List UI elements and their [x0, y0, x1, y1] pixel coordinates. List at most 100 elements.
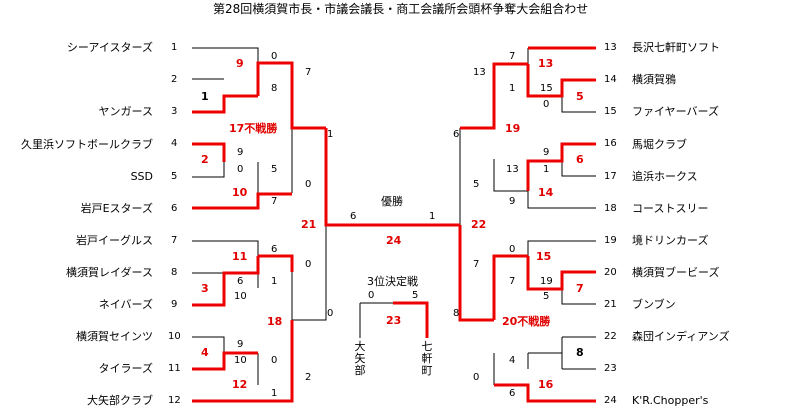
bracket-line	[561, 161, 596, 177]
match-number: 17不戦勝	[229, 122, 278, 135]
team-name: 追浜ホークス	[632, 170, 698, 183]
team-seed: 14	[604, 74, 617, 85]
match-number: 8	[576, 346, 584, 359]
team-seed: 23	[604, 363, 617, 374]
team-seed: 2	[171, 74, 178, 85]
match-number: 11	[232, 250, 248, 263]
final-label: 優勝	[381, 195, 403, 208]
winner-line	[192, 142, 226, 162]
team-name: 岩戸イーグルス	[76, 234, 153, 247]
team-seed: 8	[171, 267, 178, 278]
team-seed: 1	[171, 42, 178, 53]
score: 4	[509, 355, 516, 366]
match-number: 9	[236, 57, 244, 70]
score: 0	[237, 164, 244, 175]
score: 2	[305, 372, 312, 383]
score: 7	[509, 51, 516, 62]
team-seed: 5	[171, 171, 178, 182]
match-number: 6	[576, 153, 584, 166]
winner-line	[526, 64, 596, 98]
team-name: 岩戸Eスターズ	[80, 202, 153, 215]
team-seed: 15	[604, 106, 617, 117]
team-name: K'R.Chopper's	[632, 394, 709, 407]
team-name: 横須賀鴉	[632, 73, 676, 86]
bracket-line	[192, 240, 259, 256]
match-number: 23	[386, 314, 402, 327]
score: 0	[271, 355, 278, 366]
winner-line	[192, 256, 260, 307]
bracket-line	[493, 159, 528, 192]
third-left-team: 大矢部	[354, 340, 366, 377]
match-number: 3	[201, 282, 209, 295]
team-seed: 20	[604, 267, 617, 278]
match-number: 18	[267, 315, 283, 328]
bracket-line	[192, 162, 225, 178]
score: 9	[509, 196, 516, 207]
match-number: 2	[201, 153, 209, 166]
winner-line	[256, 61, 326, 130]
score: 7	[509, 276, 516, 287]
team-name: シーアイスターズ	[66, 41, 153, 54]
match-number: 15	[536, 250, 552, 263]
score: 9	[237, 339, 244, 350]
team-name: タイラーズ	[98, 362, 153, 375]
bracket-line	[192, 336, 225, 353]
match-number: 7	[576, 282, 584, 295]
winner-line	[393, 301, 429, 338]
score: 9	[237, 147, 244, 158]
team-seed: 4	[171, 138, 178, 149]
score: 13	[473, 67, 486, 78]
score: 5	[271, 164, 278, 175]
score: 5	[543, 291, 550, 302]
bracket-line	[561, 289, 596, 305]
score: 0	[368, 290, 375, 301]
bracket-line	[292, 225, 327, 321]
score: 1	[509, 83, 516, 94]
team-name: SSD	[130, 170, 153, 183]
match-number: 14	[538, 186, 554, 199]
team-seed: 24	[604, 395, 617, 406]
bracket-line	[527, 240, 596, 256]
team-seed: 9	[171, 299, 178, 310]
winner-line	[324, 128, 393, 227]
winner-line	[192, 192, 292, 210]
team-name: 横須賀ブービーズ	[632, 266, 720, 279]
score: 6	[237, 276, 244, 287]
winner-line	[258, 254, 294, 272]
team-name: ブンブン	[632, 298, 676, 311]
match-number: 20不戦勝	[502, 315, 551, 328]
team-name: ネイバーズ	[98, 298, 153, 311]
team-seed: 19	[604, 235, 617, 246]
score: 7	[271, 196, 278, 207]
team-name: 長沢七軒町ソフト	[632, 41, 720, 54]
match-number: 19	[505, 122, 521, 135]
score: 0	[305, 259, 312, 270]
team-seed: 21	[604, 299, 617, 310]
score: 10	[234, 291, 247, 302]
score: 19	[540, 276, 553, 287]
team-name: 大矢部クラブ	[87, 394, 153, 407]
match-number: 24	[386, 234, 402, 247]
team-name: 森団インディアンズ	[632, 330, 730, 343]
winner-line	[526, 256, 596, 291]
match-number: 4	[201, 346, 209, 359]
score: 6	[453, 129, 460, 140]
score: 0	[509, 244, 516, 255]
team-name: 横須賀レイダース	[65, 266, 153, 279]
team-seed: 13	[604, 42, 617, 53]
team-seed: 10	[168, 331, 181, 342]
team-name: コーストスリー	[632, 202, 709, 215]
score: 5	[412, 290, 419, 301]
bracket-line	[359, 302, 393, 338]
team-seed: 7	[171, 235, 178, 246]
team-seed: 12	[168, 395, 181, 406]
team-name: ファイヤーバーズ	[632, 105, 720, 118]
score: 0	[271, 51, 278, 62]
bracket-line	[561, 96, 596, 113]
page-title: 第28回横須賀市長・市議会議長・商工会議所会頭杯争奪大会組合わせ	[213, 2, 589, 16]
score: 13	[506, 164, 519, 175]
winner-line	[526, 142, 596, 191]
winner-line	[494, 383, 596, 403]
team-name: 横須賀セインツ	[76, 330, 153, 343]
